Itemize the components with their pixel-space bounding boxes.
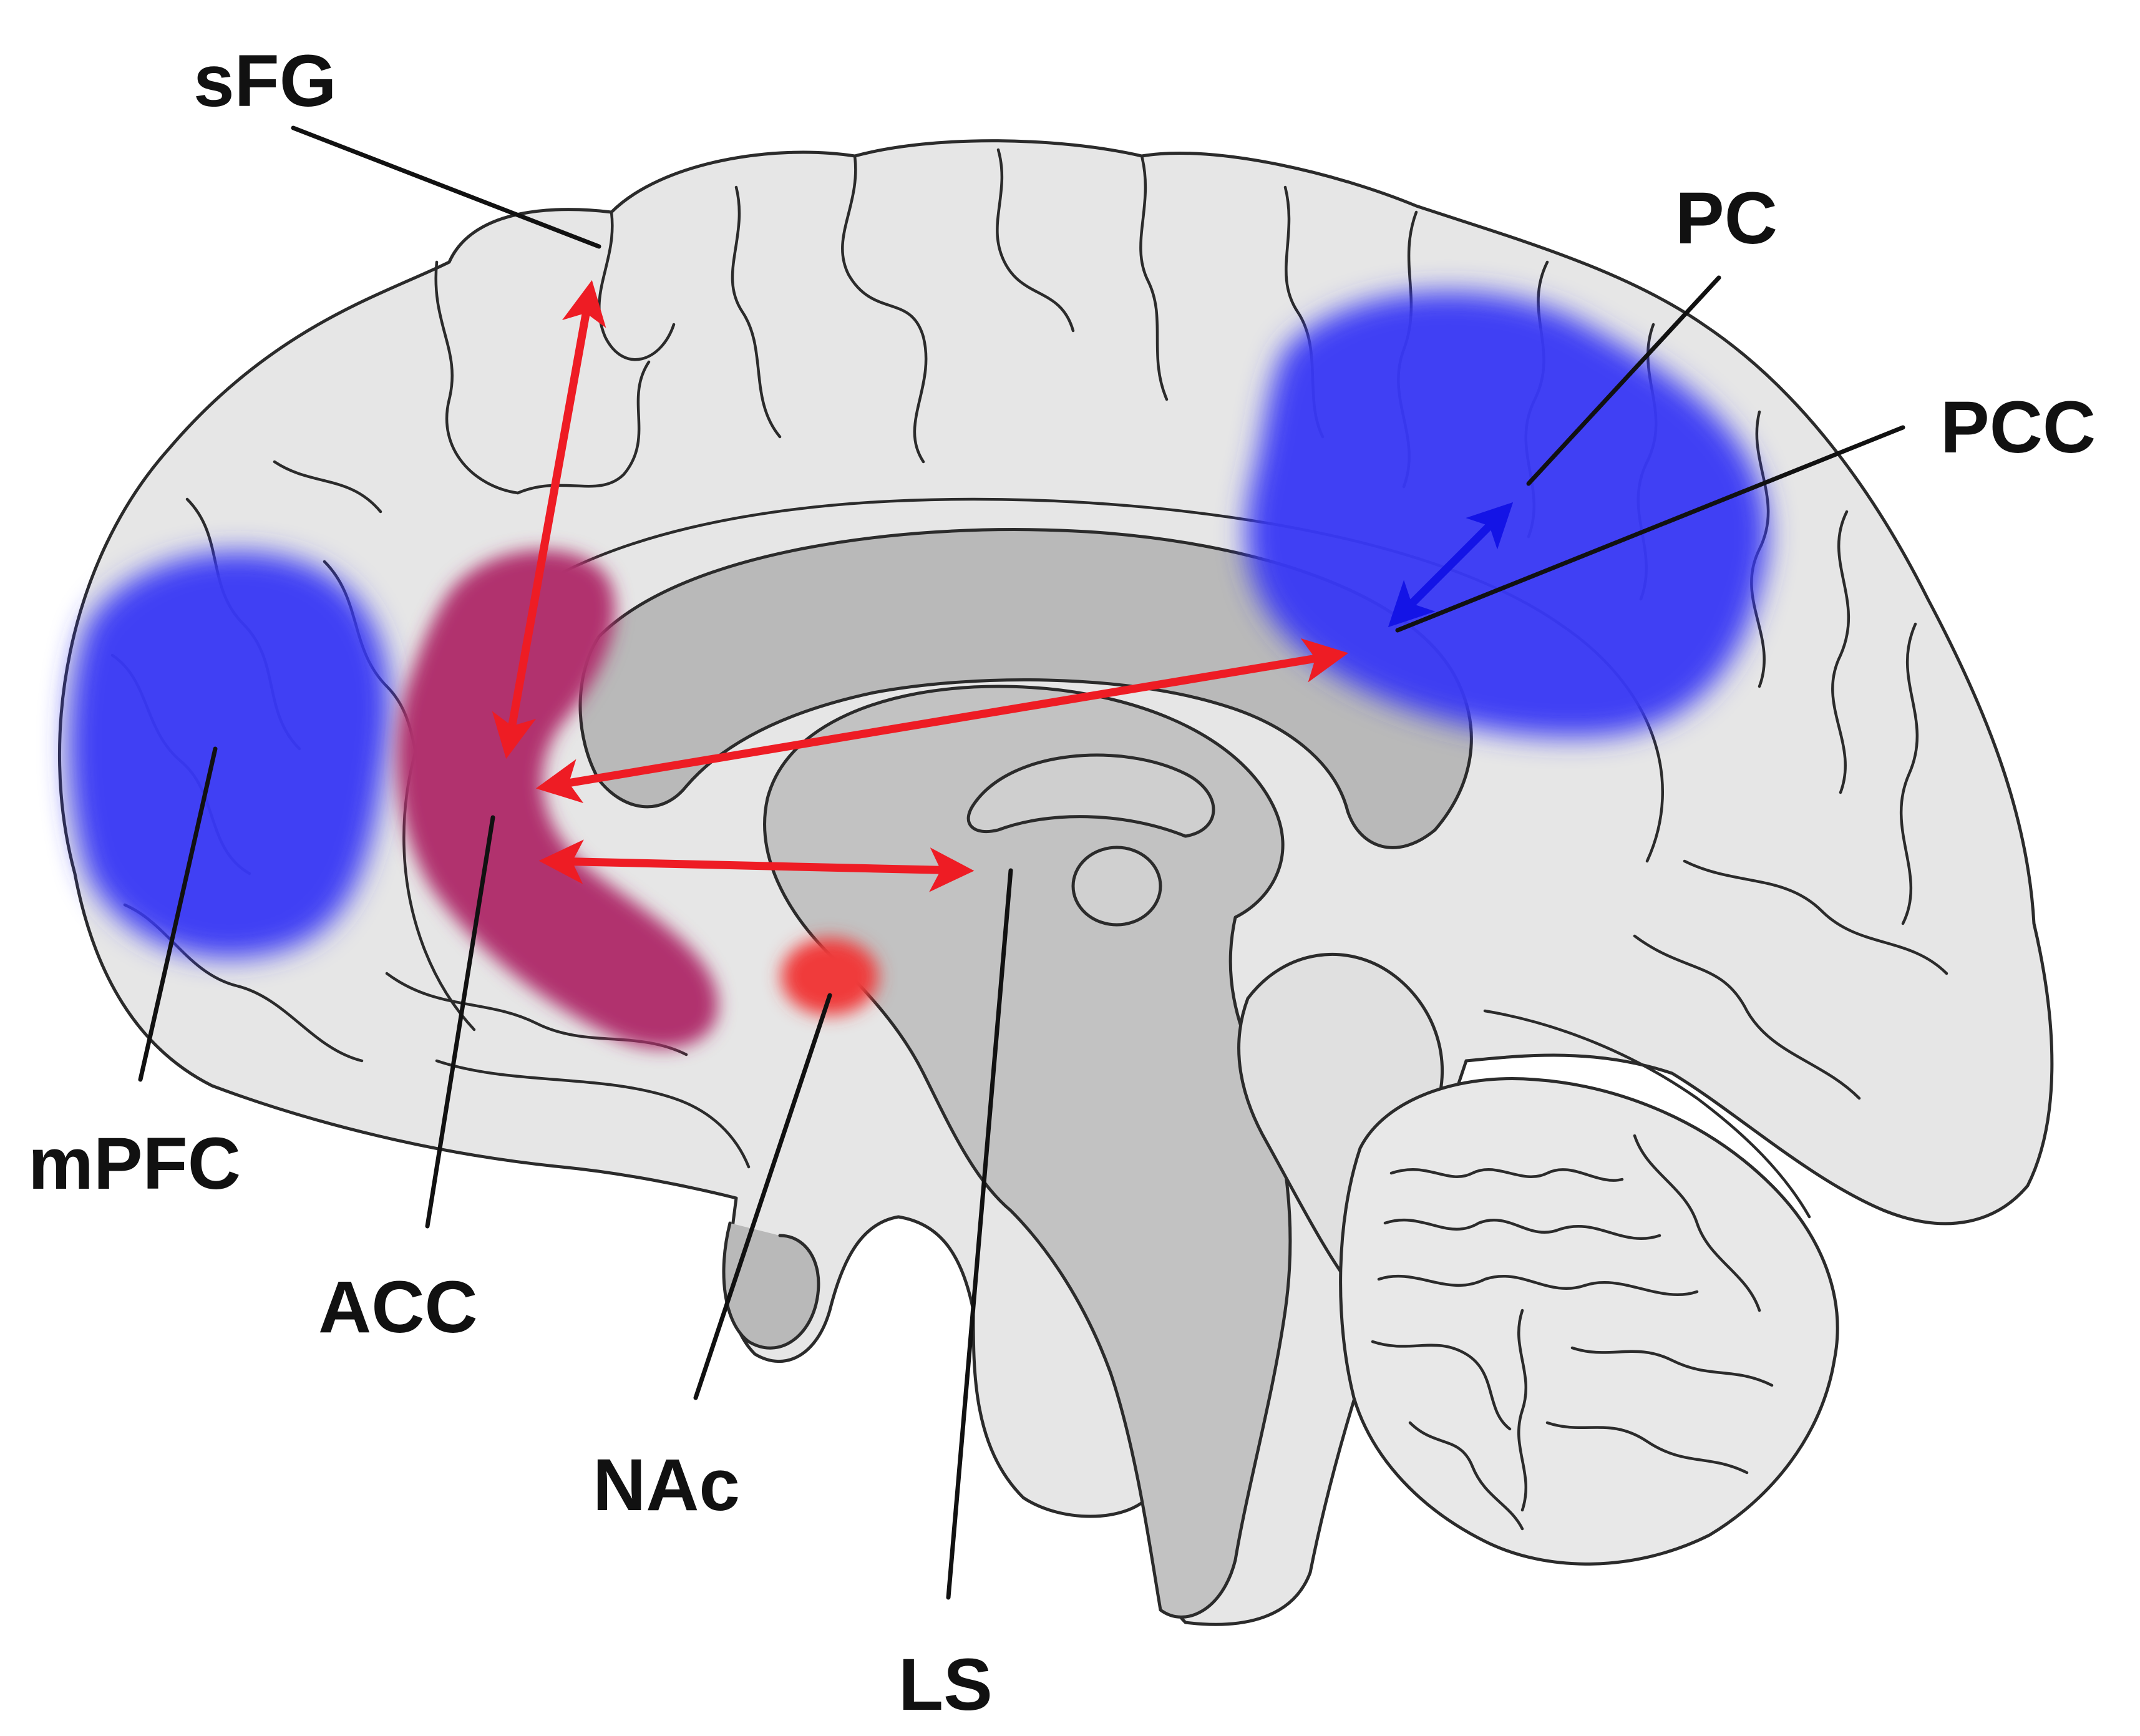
label-sfg: sFG — [193, 40, 337, 122]
leader-acc — [425, 815, 495, 1229]
cerebellum — [1339, 1009, 1839, 1566]
leader-sfg — [291, 125, 601, 249]
leader-pc — [1526, 275, 1721, 486]
nac-region — [781, 938, 878, 1015]
leader-lines — [138, 125, 1905, 1600]
thalamus-mass — [1071, 846, 1162, 927]
arrow-acc-pcc — [535, 638, 1349, 804]
label-ls: LS — [898, 1644, 993, 1726]
leader-nac — [693, 993, 832, 1400]
label-nac: NAc — [593, 1444, 740, 1526]
label-acc: ACC — [318, 1266, 478, 1348]
leader-pcc — [1395, 425, 1905, 633]
arrow-pc-pcc — [1388, 502, 1514, 628]
mpfc-region — [69, 552, 390, 958]
label-pcc: PCC — [1940, 386, 2096, 469]
arrow-acc-ls — [538, 839, 975, 892]
arrow-acc-sfg — [492, 280, 606, 759]
red-arrows — [492, 280, 1349, 892]
label-mpfc: mPFC — [28, 1123, 241, 1205]
label-pc: PC — [1675, 177, 1778, 260]
hypothalamic-stalk — [722, 1221, 820, 1350]
leader-ls — [946, 868, 1013, 1600]
leader-mpfc — [138, 746, 218, 1082]
